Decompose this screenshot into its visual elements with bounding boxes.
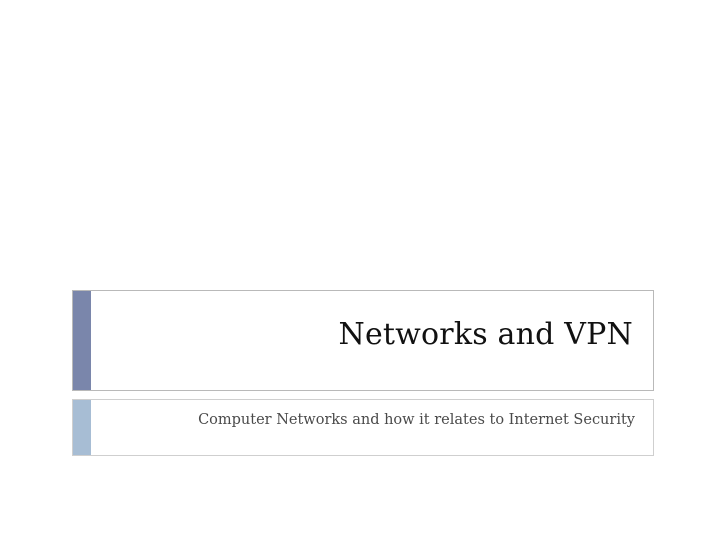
slide-title: Networks and VPN <box>338 317 633 352</box>
subtitle-accent-bar <box>73 400 91 455</box>
slide-subtitle: Computer Networks and how it relates to … <box>198 412 635 428</box>
title-accent-bar <box>73 291 91 390</box>
title-placeholder[interactable]: Networks and VPN <box>72 290 654 391</box>
subtitle-placeholder[interactable]: Computer Networks and how it relates to … <box>72 399 654 456</box>
